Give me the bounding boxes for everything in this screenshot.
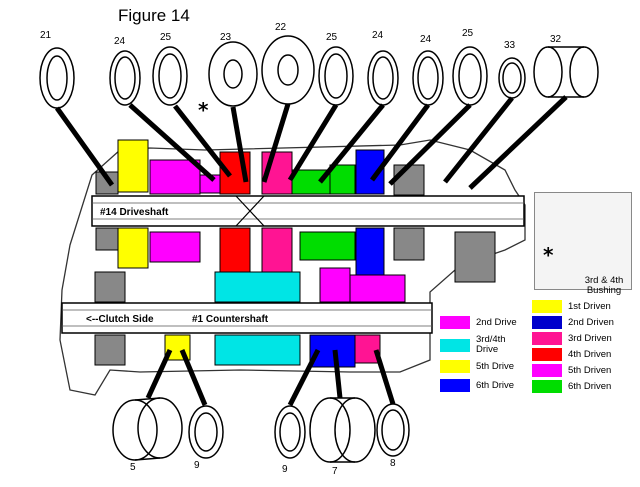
part-number-9a: 9: [194, 460, 200, 471]
legend-item: 3rd/4th Drive: [440, 335, 526, 355]
legend-item: 1st Driven: [532, 300, 611, 313]
bottom-leader-lines: [145, 348, 396, 407]
part-number-24c: 24: [420, 34, 432, 45]
top-parts: [39, 35, 599, 109]
legend-item: 5th Drive: [440, 360, 514, 373]
part-number-22: 22: [275, 22, 287, 33]
legend-item: 3rd Driven: [532, 332, 612, 345]
bushing-label: 3rd & 4th Bushing: [584, 275, 624, 296]
part-number-9b: 9: [282, 464, 288, 475]
bottom-parts: [112, 397, 410, 463]
top-leader-lines: [54, 95, 568, 190]
part-number-7: 7: [332, 466, 338, 477]
part-number-25b: 25: [326, 32, 338, 43]
driveshaft-gears-lower: [95, 227, 496, 283]
inset-star: *: [543, 243, 554, 267]
legend-item: 2nd Driven: [532, 316, 614, 329]
figure-title: Figure 14: [118, 6, 190, 25]
part-number-33: 33: [504, 40, 516, 51]
part-number-25a: 25: [160, 32, 172, 43]
countershaft-label: #1 Countershaft: [192, 314, 269, 325]
part-number-8: 8: [390, 458, 396, 469]
marker-star: *: [198, 98, 209, 122]
countershaft-gears: [94, 267, 406, 368]
part-number-24a: 24: [114, 36, 126, 47]
clutch-side-label: <--Clutch Side: [86, 314, 154, 325]
driveshaft-label: #14 Driveshaft: [100, 207, 169, 218]
legend-item: 2nd Drive: [440, 316, 517, 329]
part-number-21: 21: [40, 30, 52, 41]
part-number-5: 5: [130, 462, 136, 473]
part-number-24b: 24: [372, 30, 384, 41]
bushing-inset: *: [534, 192, 632, 290]
legend-item: 6th Drive: [440, 379, 514, 392]
part-number-32: 32: [550, 34, 562, 45]
driveshaft: [91, 195, 525, 227]
legend-item: 5th Driven: [532, 364, 611, 377]
legend-item: 4th Driven: [532, 348, 611, 361]
countershaft: [61, 302, 433, 334]
part-number-23: 23: [220, 32, 232, 43]
driveshaft-gears: [95, 139, 425, 196]
legend-item: 6th Driven: [532, 380, 611, 393]
part-number-25c: 25: [462, 28, 474, 39]
